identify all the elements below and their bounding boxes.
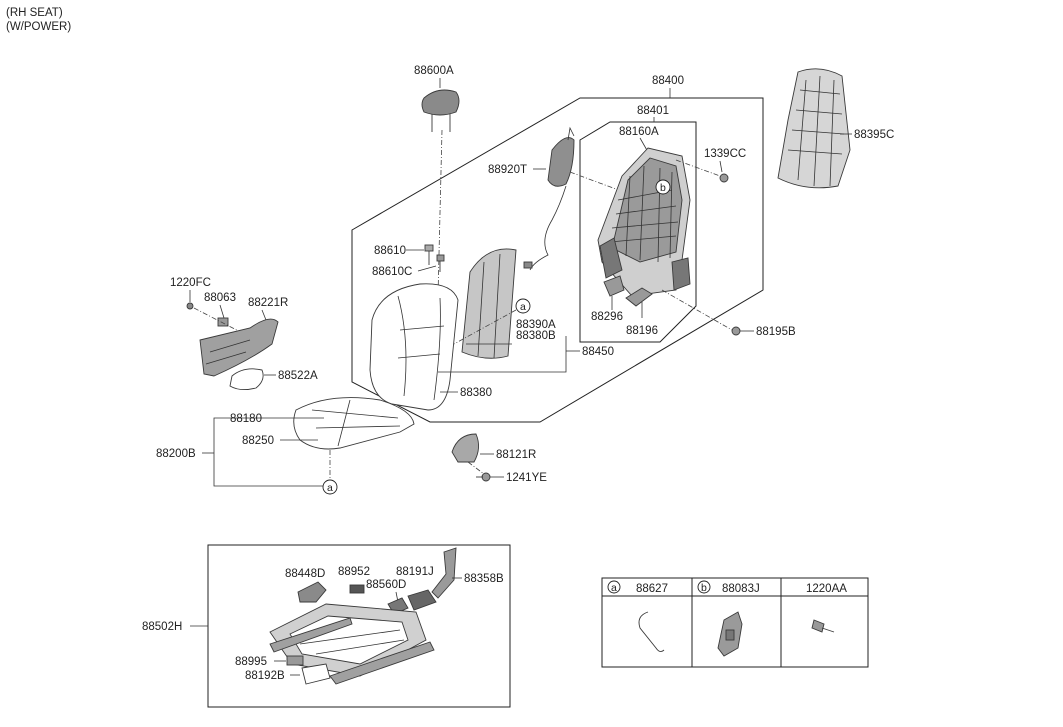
legend-c-part: 1220AA <box>806 583 847 595</box>
header-line-1: (RH SEAT) <box>6 7 63 19</box>
bracket-88296 <box>603 275 625 297</box>
label-88063: 88063 <box>204 292 236 304</box>
seatback-frame-part <box>597 147 691 297</box>
label-88395C: 88395C <box>854 129 894 141</box>
side-cover-88121R <box>451 433 479 463</box>
trim-88522A <box>229 368 264 391</box>
label-88502H: 88502H <box>142 621 182 633</box>
screw-1220FC <box>186 302 194 310</box>
label-88401: 88401 <box>637 105 669 117</box>
legend-table: a 88627 b 88083J 1220AA <box>601 577 869 668</box>
label-88400: 88400 <box>652 75 684 87</box>
label-88200B: 88200B <box>156 448 196 460</box>
label-88121R: 88121R <box>496 449 536 461</box>
clip-88083J <box>717 611 743 657</box>
label-88995: 88995 <box>235 656 267 668</box>
label-88192B: 88192B <box>245 670 285 682</box>
label-88250: 88250 <box>242 435 274 447</box>
module-88191J <box>407 589 437 611</box>
label-88196: 88196 <box>626 325 658 337</box>
callout-a-cushion <box>322 479 338 495</box>
harness-88358B <box>431 547 457 599</box>
seatback-assembly-outline <box>351 97 764 423</box>
side-airbag-part <box>523 126 575 271</box>
callout-a-cushion-letter: a <box>327 482 333 494</box>
module-88192B <box>301 663 331 685</box>
seatback-pad-part <box>461 248 517 359</box>
label-88180: 88180 <box>230 413 262 425</box>
back-board-part <box>777 68 851 189</box>
label-88296: 88296 <box>591 311 623 323</box>
bracket-88196 <box>625 287 653 307</box>
clip-88063 <box>217 317 229 327</box>
callout-b-frame-letter: b <box>660 182 666 194</box>
label-88952: 88952 <box>338 566 370 578</box>
label-88191J: 88191J <box>396 566 434 578</box>
header-line-2: (W/POWER) <box>6 21 71 33</box>
label-88380B: 88380B <box>516 330 556 342</box>
label-88610C: 88610C <box>372 266 412 278</box>
label-88522A: 88522A <box>278 370 318 382</box>
label-88610: 88610 <box>374 245 406 257</box>
label-88358B: 88358B <box>464 573 504 585</box>
label-88448D: 88448D <box>285 568 325 580</box>
bolt-88195B <box>731 326 741 336</box>
label-1241YE: 1241YE <box>506 472 547 484</box>
label-88160A: 88160A <box>619 126 659 138</box>
seat-track-frame <box>269 603 435 685</box>
frame-assembly-box <box>579 121 697 343</box>
legend-a-letter: a <box>611 582 617 594</box>
label-88600A: 88600A <box>414 65 454 77</box>
seatback-cover-part <box>369 283 459 411</box>
side-shield-88221R <box>199 318 279 377</box>
label-88560D: 88560D <box>366 579 406 591</box>
label-88195B: 88195B <box>756 326 796 338</box>
headrest-guide-88610 <box>424 244 434 265</box>
screw-1241YE <box>476 472 491 482</box>
label-1220FC: 1220FC <box>170 277 211 289</box>
legend-b-circle <box>697 580 711 594</box>
callout-a-seatback <box>515 298 531 314</box>
headrest-guide-88610C <box>436 254 445 272</box>
callout-b-frame <box>655 179 671 195</box>
seat-cushion-part <box>293 397 415 450</box>
legend-b-letter: b <box>701 582 707 594</box>
legend-a-part: 88627 <box>636 583 668 595</box>
wire-clip-88627 <box>638 611 665 653</box>
motor-88448D <box>297 581 327 603</box>
callout-a-seatback-letter: a <box>520 301 526 313</box>
label-88390A: 88390A <box>516 319 556 331</box>
bolt-1220AA <box>811 619 835 633</box>
label-1339CC: 1339CC <box>704 148 746 160</box>
bolt-1339CC <box>719 173 729 183</box>
label-88450: 88450 <box>582 346 614 358</box>
legend-b-part: 88083J <box>722 583 760 595</box>
switch-88952 <box>349 584 365 594</box>
headrest-part <box>421 89 460 132</box>
module-88995 <box>286 655 304 666</box>
legend-a-circle <box>607 580 621 594</box>
label-88920T: 88920T <box>488 164 527 176</box>
label-88221R: 88221R <box>248 297 288 309</box>
label-88380: 88380 <box>460 387 492 399</box>
